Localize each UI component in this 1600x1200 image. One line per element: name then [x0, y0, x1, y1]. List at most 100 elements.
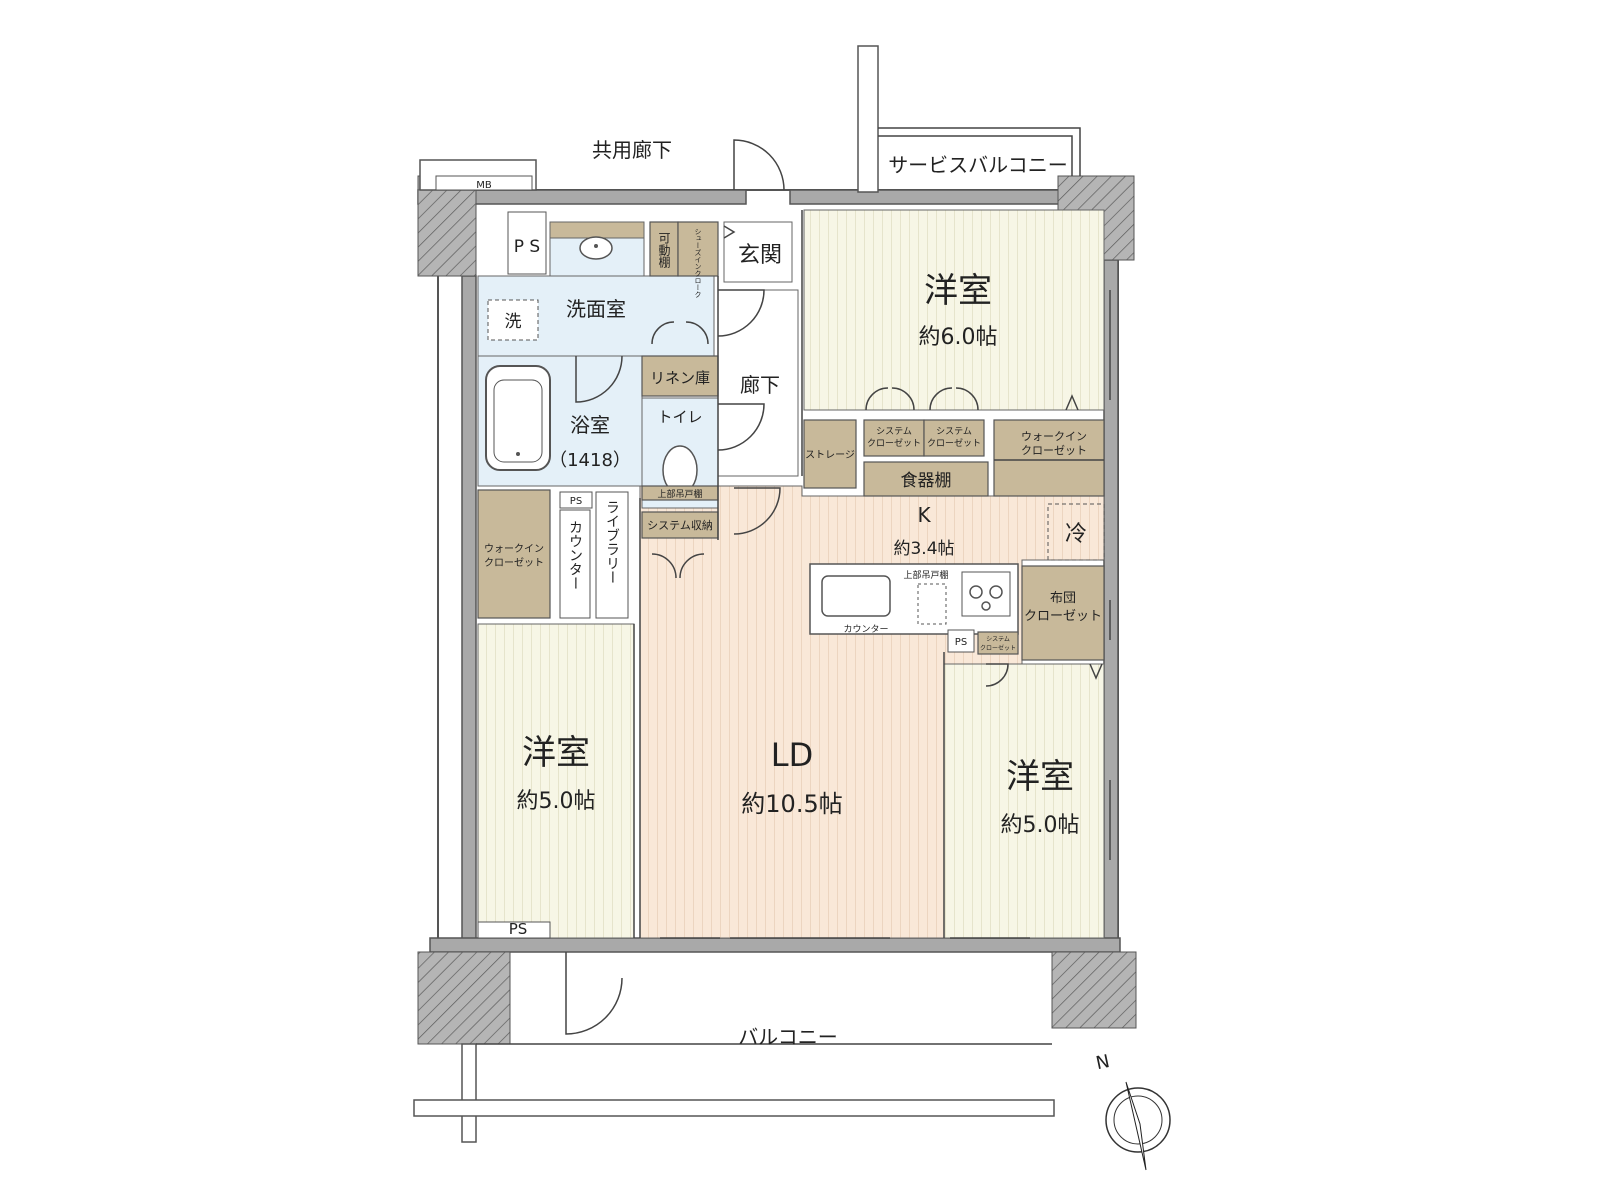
system-door-icon: [651, 553, 705, 579]
toilet-label: トイレ: [657, 408, 702, 426]
north-label: N: [1094, 1051, 1112, 1074]
system-closet-small-label-2: クローゼット: [980, 644, 1016, 652]
bathtub-icon: [485, 365, 551, 471]
ps-kitchen-box: [947, 629, 975, 653]
shoes-in-cloak-label: シューズインクローク: [694, 228, 702, 298]
service-balcony-label: サービスバルコニー: [888, 153, 1068, 177]
kitchen-sink-icon: [821, 575, 891, 617]
ps-box: [507, 211, 547, 275]
bottom-wall: [429, 937, 1121, 953]
shoes-in-cloak: [677, 221, 719, 277]
k-name: K: [917, 503, 931, 527]
futon-label-2: クローゼット: [1024, 609, 1102, 624]
room-hallway[interactable]: [717, 289, 799, 477]
western-ne-size: 約6.0帖: [919, 325, 998, 350]
column-sw: [417, 951, 511, 1045]
system-closet-1-label-1: システム: [876, 426, 912, 437]
system-storage: [641, 511, 719, 539]
linen-label: リネン庫: [650, 369, 710, 387]
right-wall: [1103, 259, 1119, 941]
balcony-label: バルコニー: [738, 1025, 838, 1049]
fridge-space: [1047, 503, 1105, 561]
partition-lines: [633, 210, 945, 938]
walkin-closet-w: [477, 489, 551, 619]
system-closet-1-label-2: クローゼット: [867, 437, 921, 449]
bath-name: 浴室: [570, 413, 610, 437]
ps-small-box: [559, 491, 593, 509]
walkin-closet-ne: [993, 419, 1105, 497]
ne-closet-door-icon: [865, 387, 979, 411]
system-storage-label: システム収納: [647, 519, 713, 532]
library-label: ライブラリー: [604, 500, 620, 584]
ld-name: LD: [771, 736, 813, 774]
washer-space: [487, 299, 539, 341]
futon-closet: [1021, 565, 1105, 661]
western-w-name: 洋室: [522, 733, 590, 773]
dish-cabinet-label: 食器棚: [901, 471, 952, 491]
western-ne-name: 洋室: [924, 271, 992, 311]
system-closet-small: [977, 631, 1019, 655]
system-closet-1: [863, 419, 925, 457]
ps-bottom-label: PS: [509, 920, 528, 938]
service-balcony-frame: [878, 127, 1081, 176]
entrance-door-icon: [733, 139, 785, 191]
western-e-name: 洋室: [1006, 757, 1074, 797]
room-western-ne[interactable]: [803, 209, 1105, 411]
western-w-size: 約5.0帖: [517, 789, 596, 814]
toilet-door-icon: [717, 403, 765, 451]
ld-door-icon: [733, 487, 781, 535]
room-western-e[interactable]: [943, 663, 1105, 939]
balcony-railing: [413, 1099, 1055, 1117]
washer-label: 洗: [505, 312, 522, 332]
movable-shelf-label: 可動棚: [657, 232, 671, 269]
column-nw: [417, 175, 477, 277]
left-wall: [461, 275, 477, 945]
dish-cabinet: [863, 461, 989, 497]
kitchen-counter-label: カウンター: [843, 624, 888, 635]
walkin-ne-label-2: クローゼット: [1021, 444, 1087, 457]
ps-bottom-box: [477, 921, 551, 939]
entrance-label: 玄関: [738, 243, 782, 268]
washroom-label: 洗面室: [566, 297, 626, 321]
column-se: [1051, 951, 1137, 1029]
storage-label: ストレージ: [805, 450, 855, 461]
kitchen-upper-label: 上部吊戸棚: [903, 569, 948, 581]
mb-label: MB: [476, 180, 492, 191]
system-closet-2-label-1: システム: [936, 426, 972, 437]
fridge-label: 冷: [1065, 522, 1087, 547]
top-wall-right: [789, 189, 1061, 205]
library: [595, 491, 629, 619]
system-closet-2: [923, 419, 985, 457]
counter-vertical-label: カウンター: [567, 520, 583, 590]
walkin-w-label-1: ウォークイン: [484, 543, 544, 555]
service-balcony-pillar: [857, 45, 879, 193]
western-e-size: 約5.0帖: [1001, 813, 1080, 838]
ps-label: P S: [514, 237, 540, 257]
ps-small-label: PS: [570, 496, 582, 507]
k-size: 約3.4帖: [893, 539, 954, 559]
counter-vertical: [559, 509, 591, 619]
ps-kitchen-label: PS: [955, 637, 967, 648]
hallway-label: 廊下: [740, 373, 780, 397]
bath-size: （1418）: [549, 450, 631, 471]
futon-label-1: 布団: [1050, 591, 1076, 606]
kitchen-upper-outline: [917, 583, 947, 625]
e-room-door-icon: [985, 663, 1009, 687]
system-closet-small-label-1: システム: [986, 636, 1010, 643]
ld-size: 約10.5帖: [741, 790, 842, 818]
common-corridor-label: 共用廊下: [592, 138, 672, 162]
stove-burner-icon: [969, 585, 983, 599]
room-western-w[interactable]: [477, 623, 635, 939]
upper-cabinet-label: 上部吊戸棚: [657, 488, 702, 500]
washroom-door-icon: [717, 289, 765, 337]
futon-arrow-icon: [1089, 663, 1103, 680]
storage-closet: [803, 419, 857, 489]
vanity: [549, 221, 645, 239]
balcony-left-post: [461, 1043, 477, 1143]
bath-door-icon: [575, 355, 623, 403]
system-closet-2-label-2: クローゼット: [927, 437, 981, 449]
north-compass-icon: [1105, 1081, 1171, 1171]
linen-door-icon: [651, 321, 709, 345]
walkin-w-label-2: クローゼット: [484, 557, 544, 569]
